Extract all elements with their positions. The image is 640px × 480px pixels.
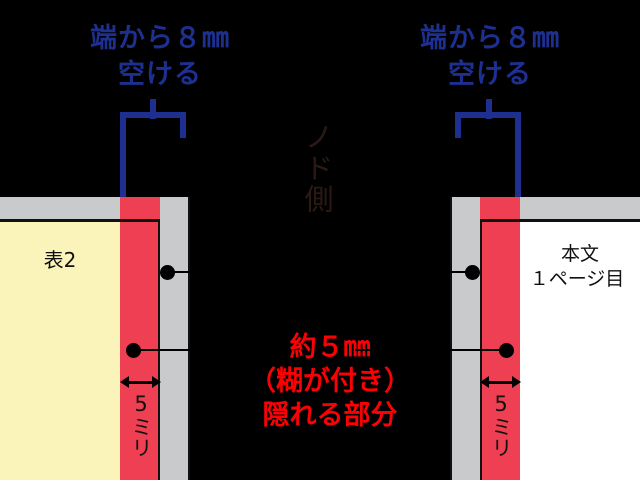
right-glue-strip-top (480, 197, 520, 219)
center-note-line3: 隠れる部分 (262, 400, 398, 431)
right-board-outer-edge (450, 197, 452, 480)
left-dimension-arrow-left (120, 376, 129, 388)
left-dimension-label: 5ミリ (129, 392, 153, 458)
callout-left-bracket-right-leg (180, 112, 186, 138)
callout-left-line1: 端から８㎜ (90, 23, 230, 54)
right-dimension-line (484, 381, 516, 384)
right-dimension-arrow-left (480, 376, 489, 388)
left-dimension-arrow-right (152, 376, 161, 388)
center-note-line2: （糊が付き） (249, 366, 411, 397)
right-leader-line-board (356, 271, 466, 273)
callout-left-bracket-tick (150, 99, 156, 119)
right-leader-dot-board (465, 265, 480, 280)
right-page-label-line2: １ページ目 (529, 268, 625, 290)
right-leader-line-strip (355, 349, 500, 351)
right-leader-dot-strip (499, 343, 514, 358)
right-dimension-label: 5ミリ (489, 392, 513, 458)
left-dimension-line (124, 381, 156, 384)
callout-left-bracket-top (120, 112, 186, 118)
left-leader-line-board (174, 271, 284, 273)
right-dimension-arrow-right (512, 376, 521, 388)
callout-right-bracket-top (455, 112, 521, 118)
center-note-line1: 約５㎜ (289, 332, 371, 363)
left-glue-strip-top (120, 197, 160, 219)
callout-right-line2: 空ける (448, 59, 532, 90)
callout-left-line2: 空ける (118, 59, 202, 90)
left-page-label: 表2 (43, 248, 77, 272)
left-leader-line-strip (140, 349, 285, 351)
left-leader-dot-strip (126, 343, 141, 358)
right-page-label-line1: 本文 (560, 243, 599, 265)
gutter-side-label: ノド側 (300, 122, 334, 215)
callout-left-bracket-left-leg (120, 112, 126, 197)
callout-right-line1: 端から８㎜ (420, 23, 560, 54)
left-board-outer-edge (188, 197, 190, 480)
left-leader-dot-board (160, 265, 175, 280)
left-cover-board-spine (160, 197, 190, 480)
callout-right-bracket-right-leg (515, 112, 521, 197)
callout-right-bracket-tick (486, 99, 492, 119)
callout-right-bracket-left-leg (455, 112, 461, 138)
right-cover-board-spine (450, 197, 480, 480)
